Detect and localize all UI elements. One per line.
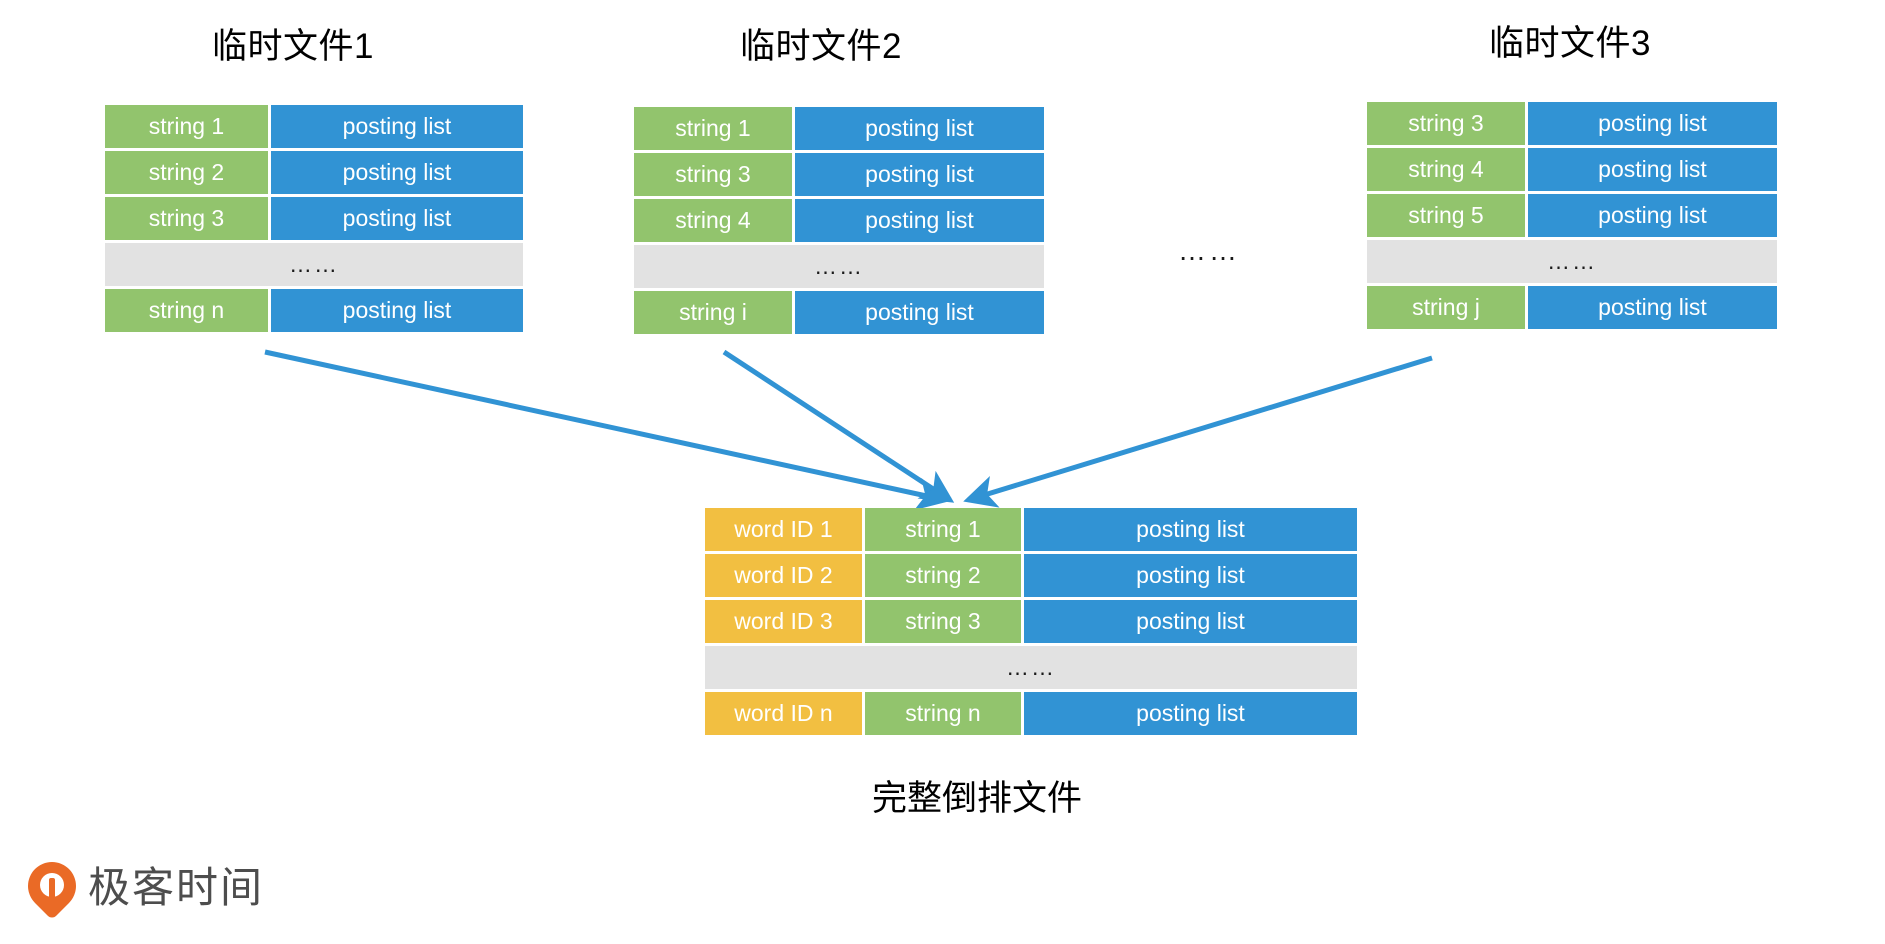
key-cell: string 3 [634, 153, 792, 196]
posting-cell: posting list [795, 291, 1044, 334]
posting-cell: posting list [1024, 508, 1357, 551]
table-row-ellipsis: …… [105, 243, 523, 286]
key-cell: string 2 [105, 151, 268, 194]
temp-file-3-table: string 3 posting list string 4 posting l… [1367, 102, 1777, 329]
key-cell: string j [1367, 286, 1525, 329]
table-row: string 4 posting list [634, 199, 1044, 242]
ellipsis-cell: …… [105, 243, 523, 286]
merged-table-caption: 完整倒排文件 [872, 779, 1083, 818]
table-row: string 3 posting list [105, 197, 523, 240]
arrow-from-temp-file-3 [963, 355, 1433, 508]
key-cell: string i [634, 291, 792, 334]
posting-cell: posting list [1024, 554, 1357, 597]
ellipsis-cell: …… [634, 245, 1044, 288]
table-row: string 1 posting list [634, 107, 1044, 150]
posting-cell: posting list [795, 107, 1044, 150]
table-row-ellipsis: …… [1367, 240, 1777, 283]
temp-file-1-table: string 1 posting list string 2 posting l… [105, 105, 523, 332]
table-row: string 3 posting list [634, 153, 1044, 196]
table-row-ellipsis: …… [705, 646, 1357, 689]
word-id-cell: word ID n [705, 692, 862, 735]
word-id-cell: word ID 1 [705, 508, 862, 551]
key-cell: string n [865, 692, 1021, 735]
key-cell: string 3 [105, 197, 268, 240]
table-row: word ID 1 string 1 posting list [705, 508, 1357, 551]
posting-cell: posting list [1024, 692, 1357, 735]
posting-cell: posting list [271, 105, 523, 148]
key-cell: string 4 [634, 199, 792, 242]
table-row: word ID n string n posting list [705, 692, 1357, 735]
posting-cell: posting list [1528, 286, 1777, 329]
table-row: string j posting list [1367, 286, 1777, 329]
key-cell: string 1 [634, 107, 792, 150]
posting-cell: posting list [271, 289, 523, 332]
key-cell: string 1 [865, 508, 1021, 551]
temp-file-1-title: 临时文件1 [212, 27, 374, 66]
logo-text: 极客时间 [88, 864, 265, 911]
posting-cell: posting list [795, 153, 1044, 196]
arrow-from-temp-file-1 [264, 349, 950, 511]
arrow-from-temp-file-2 [722, 349, 955, 503]
key-cell: string 3 [865, 600, 1021, 643]
key-cell: string 5 [1367, 194, 1525, 237]
table-row: word ID 3 string 3 posting list [705, 600, 1357, 643]
posting-cell: posting list [1528, 102, 1777, 145]
table-row: string 4 posting list [1367, 148, 1777, 191]
key-cell: string 1 [105, 105, 268, 148]
table-row: word ID 2 string 2 posting list [705, 554, 1357, 597]
geektime-pin-icon [18, 852, 86, 920]
table-row: string i posting list [634, 291, 1044, 334]
geektime-logo: 极客时间 [18, 852, 265, 920]
posting-cell: posting list [1528, 148, 1777, 191]
table-row: string n posting list [105, 289, 523, 332]
group-ellipsis: …… [1178, 235, 1240, 266]
table-row: string 1 posting list [105, 105, 523, 148]
posting-cell: posting list [795, 199, 1044, 242]
word-id-cell: word ID 2 [705, 554, 862, 597]
posting-cell: posting list [271, 197, 523, 240]
key-cell: string 3 [1367, 102, 1525, 145]
table-row: string 3 posting list [1367, 102, 1777, 145]
posting-cell: posting list [1024, 600, 1357, 643]
table-row-ellipsis: …… [634, 245, 1044, 288]
table-row: string 5 posting list [1367, 194, 1777, 237]
key-cell: string 2 [865, 554, 1021, 597]
key-cell: string n [105, 289, 268, 332]
temp-file-2-table: string 1 posting list string 3 posting l… [634, 107, 1044, 334]
key-cell: string 4 [1367, 148, 1525, 191]
ellipsis-cell: …… [1367, 240, 1777, 283]
merged-inverted-file-table: word ID 1 string 1 posting list word ID … [705, 508, 1357, 735]
posting-cell: posting list [271, 151, 523, 194]
ellipsis-cell: …… [705, 646, 1357, 689]
word-id-cell: word ID 3 [705, 600, 862, 643]
posting-cell: posting list [1528, 194, 1777, 237]
temp-file-2-title: 临时文件2 [740, 27, 902, 66]
temp-file-3-title: 临时文件3 [1489, 24, 1651, 63]
table-row: string 2 posting list [105, 151, 523, 194]
